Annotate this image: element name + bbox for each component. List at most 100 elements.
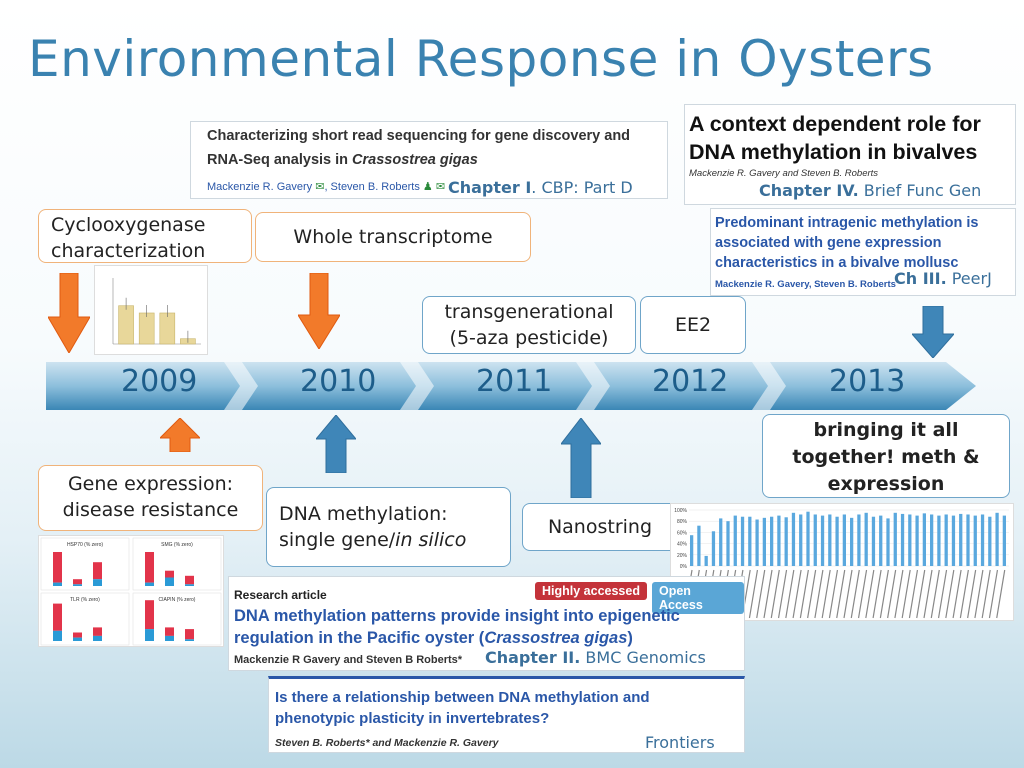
gene-panel-title: HSP70 (% zero) [67, 542, 103, 548]
single-gene-text: single gene/ [279, 529, 396, 551]
meth-bar [893, 512, 897, 566]
meth-xtick-label [872, 569, 882, 619]
timeline-arrow [46, 362, 976, 410]
meth-ytick: 60% [677, 530, 688, 536]
dna-methylation-label: DNA methylation: [279, 503, 448, 525]
nanostring-label: Nanostring [547, 516, 653, 538]
meth-bar [835, 516, 839, 566]
gene-bar-blue [165, 635, 174, 641]
meth-xtick-label [814, 569, 824, 619]
gene-bar-red [145, 552, 154, 583]
meth-xtick-label [850, 569, 860, 619]
species-name: Crassostrea gigas [352, 152, 478, 168]
meth-xtick-label [945, 569, 955, 619]
meth-bar [908, 514, 912, 566]
meth-bar [886, 518, 890, 566]
meth-xtick-label [785, 569, 795, 619]
paper-frontiers-authors: Steven B. Roberts* and Mackenzie R. Gave… [275, 737, 499, 749]
paper-bmc-title-2: regulation in the Pacific oyster (Crasso… [234, 629, 633, 648]
author-2: , Steven B. Roberts [324, 181, 420, 193]
together-box: bringing it all together! meth & express… [762, 414, 1010, 498]
cox-bar [159, 312, 176, 345]
chapter-label-3: Ch III. PeerJ [894, 269, 992, 288]
chapter-number: Chapter I [448, 178, 532, 197]
meth-ytick: 40% [677, 542, 688, 548]
chapter-journal: . CBP: Part D [531, 178, 633, 197]
gene-panel-title: TLR (% zero) [70, 597, 100, 603]
meth-xtick-label [799, 569, 809, 619]
paper-bfg-title-2: DNA methylation in bivalves [689, 140, 978, 164]
gene-bar-blue [53, 630, 62, 641]
meth-bar [690, 535, 694, 566]
gene-bar-blue [93, 579, 102, 586]
mail-icon: ✉ [315, 181, 325, 193]
gene-bar-blue [73, 584, 82, 586]
gene-bar-blue [145, 582, 154, 586]
meth-bar [828, 514, 832, 566]
chapter-number: Ch III. [894, 269, 947, 288]
meth-bar [755, 519, 759, 566]
meth-xtick-label [770, 569, 780, 619]
meth-xtick-label [828, 569, 839, 619]
gene-bar-blue [165, 577, 174, 586]
paper-bmc-title-2-text: regulation in the Pacific oyster ( [234, 629, 485, 647]
meth-xtick-label [967, 569, 977, 619]
meth-bar [697, 525, 701, 566]
meth-xtick-label [821, 569, 831, 619]
cox-bar [138, 312, 155, 345]
gene-bar-red [165, 627, 174, 636]
chapter-journal: Brief Func Gen [858, 181, 982, 200]
orange-arrow-down-icon [48, 273, 90, 353]
meth-xtick-label [930, 569, 940, 619]
paper-bfg-authors: Mackenzie R. Gavery and Steven B. Robert… [689, 168, 879, 179]
paper-peerj-authors: Mackenzie R. Gavery, Steven B. Roberts [715, 279, 896, 290]
whole-transcriptome-box: Whole transcriptome [255, 212, 531, 262]
meth-xtick-label [792, 569, 802, 619]
transgenerational-box: transgenerational (5-aza pesticide) [422, 296, 636, 354]
meth-bar [1002, 515, 1006, 566]
meth-ytick: 80% [677, 519, 688, 525]
meth-ytick: 20% [677, 553, 688, 559]
highly-accessed-badge: Highly accessed [535, 582, 647, 600]
paper-peerj-title-1: Predominant intragenic methylation is [715, 215, 979, 231]
blue-arrow-up-icon [316, 415, 356, 473]
paper-bfg: A context dependent role for DNA methyla… [684, 104, 1016, 205]
gene-expression-panels: HSP70 (% zero)SMG (% zero)TLR (% zero)CI… [38, 535, 224, 647]
meth-bar [973, 515, 977, 566]
paper-cbp-title-2-text: RNA-Seq analysis in [207, 152, 353, 168]
meth-bar [784, 517, 788, 566]
chapter-journal: PeerJ [946, 269, 992, 288]
meth-xtick-label [763, 569, 773, 619]
meth-bar [850, 517, 854, 566]
meth-bar [726, 521, 730, 566]
meth-xtick-label [937, 569, 948, 619]
meth-bar [988, 516, 992, 566]
gene-bar-blue [53, 582, 62, 586]
meth-xtick-label [865, 569, 875, 619]
together-label: bringing it all together! meth & express… [792, 419, 980, 495]
year-2011: 2011 [476, 364, 553, 399]
cox-label: Cyclooxygenase characterization [51, 214, 206, 262]
paper-cbp-title-1: Characterizing short read sequencing for… [207, 128, 631, 144]
meth-xtick-label [908, 569, 919, 619]
paper-cbp-title-2: RNA-Seq analysis in Crassostrea gigas [207, 152, 478, 168]
chapter-label-4: Chapter IV. Brief Func Gen [759, 181, 981, 200]
meth-bar [791, 512, 796, 566]
meth-ytick: 100% [674, 508, 687, 514]
whole-transcriptome-label: Whole transcriptome [293, 226, 493, 248]
methylation-bar-chart: 0%20%40%60%80%100% [674, 508, 1009, 619]
paper-cbp-authors: Mackenzie R. Gavery ✉, Steven B. Roberts… [207, 180, 445, 193]
meth-bar [762, 517, 766, 566]
orange-arrow-up-icon [160, 418, 200, 452]
year-2012: 2012 [652, 364, 729, 399]
gene-bar-blue [145, 629, 154, 641]
meth-bar [900, 513, 905, 566]
ee2-label: EE2 [674, 314, 712, 336]
meth-bar [980, 514, 985, 566]
transgenerational-label: transgenerational [444, 301, 614, 323]
person-icon: ♟ [422, 181, 433, 193]
paper-bmc-title-1: DNA methylation patterns provide insight… [234, 607, 680, 625]
gene-bar-blue [93, 635, 102, 641]
meth-xtick-label [923, 569, 933, 619]
meth-bar [966, 514, 970, 566]
